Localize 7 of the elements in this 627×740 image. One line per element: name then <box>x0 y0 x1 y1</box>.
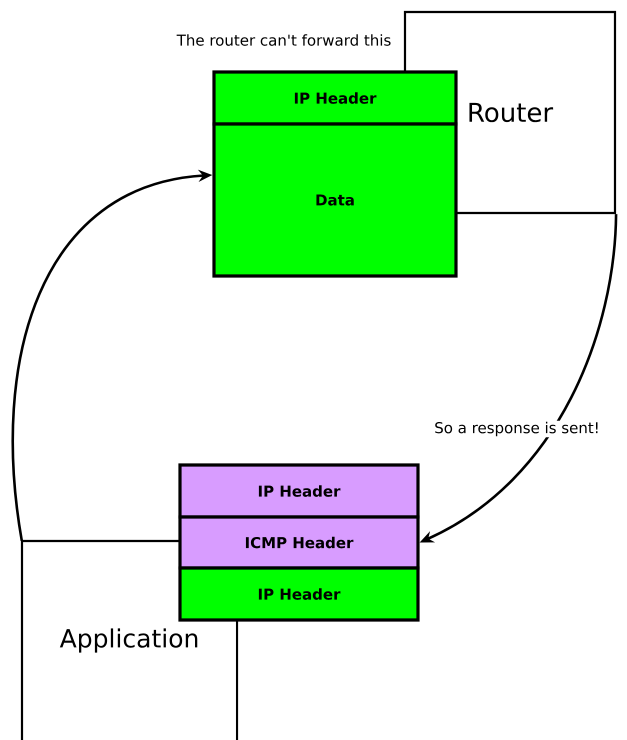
packet-field: ICMP Header <box>178 515 420 570</box>
packet-field: IP Header <box>212 70 458 126</box>
note-text: The router can't forward this <box>176 33 392 47</box>
packet-field: IP Header <box>178 463 420 519</box>
edge-label: So a response is sent! <box>433 420 601 438</box>
application-box: Application <box>20 540 238 740</box>
packet-field: IP Header <box>178 566 420 622</box>
